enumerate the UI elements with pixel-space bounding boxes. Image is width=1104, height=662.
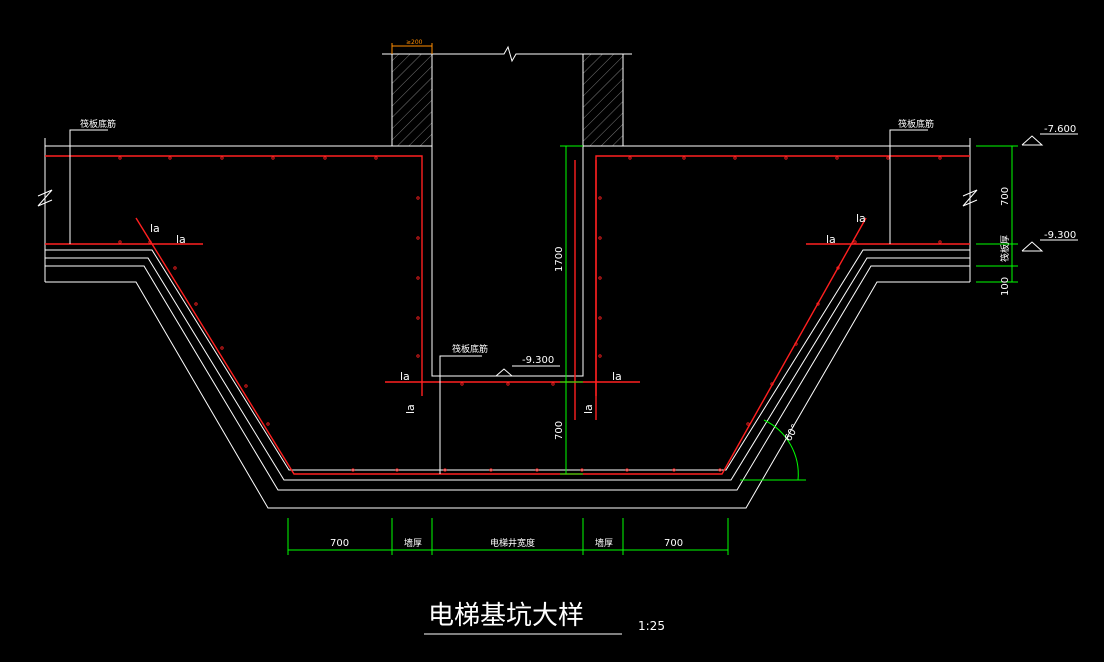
dim-bottom-4: 墙厚 bbox=[595, 537, 613, 549]
elevation-symbols bbox=[495, 133, 1078, 377]
dim-right-1: 700 bbox=[1000, 187, 1011, 206]
la-left-slope: la bbox=[150, 222, 160, 235]
wall-thickness-dimension bbox=[391, 43, 433, 54]
la-center-right: la bbox=[612, 370, 622, 383]
slab-outline bbox=[44, 138, 971, 509]
note-center: 筏板底筋 bbox=[452, 343, 488, 355]
rebar-dots bbox=[118, 156, 942, 472]
dim-bottom-5: 700 bbox=[664, 538, 683, 549]
right-break-mark bbox=[962, 189, 978, 207]
elevation-slab: -9.300 bbox=[1044, 230, 1076, 241]
rebar-lines bbox=[45, 155, 970, 475]
dim-inner-bottom: 700 bbox=[554, 421, 565, 440]
dim-inner-top: 1700 bbox=[554, 247, 565, 272]
la-vertical-left: la bbox=[404, 404, 417, 414]
right-wall bbox=[582, 53, 624, 147]
note-left: 筏板底筋 bbox=[80, 118, 116, 130]
dim-bottom-3: 电梯井宽度 bbox=[490, 537, 535, 549]
dimension-lines bbox=[287, 145, 1018, 555]
left-wall bbox=[391, 53, 433, 147]
left-break-mark bbox=[37, 189, 53, 207]
la-vertical-right: la bbox=[582, 404, 595, 414]
dim-bottom-1: 700 bbox=[330, 538, 349, 549]
la-right-horizontal: la bbox=[826, 233, 836, 246]
note-right: 筏板底筋 bbox=[898, 118, 934, 130]
drawing-scale: 1:25 bbox=[638, 619, 665, 633]
la-center-left: la bbox=[400, 370, 410, 383]
elevation-center: -9.300 bbox=[522, 355, 554, 366]
elevation-top: -7.600 bbox=[1044, 124, 1076, 135]
dim-right-2: 100 bbox=[1000, 277, 1011, 296]
wall-thickness-label: ≥200 bbox=[406, 39, 423, 46]
dim-bottom-2: 墙厚 bbox=[404, 537, 422, 549]
leader-lines bbox=[69, 129, 928, 474]
la-left-horizontal: la bbox=[176, 233, 186, 246]
la-right-slope: la bbox=[856, 212, 866, 225]
angle-label: 60° bbox=[783, 423, 801, 444]
dim-right-label: 筏板厚 bbox=[999, 235, 1011, 262]
top-break-line bbox=[382, 45, 632, 63]
drawing-title: 电梯基坑大样 bbox=[428, 601, 584, 631]
